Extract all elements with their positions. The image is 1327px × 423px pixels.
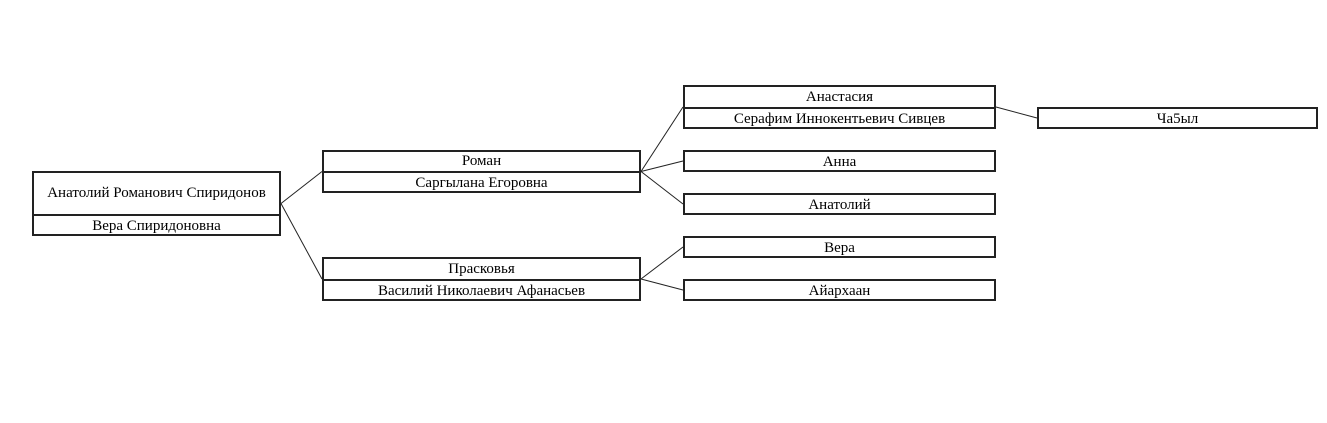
connector-line: [640, 246, 684, 280]
person-box-gen3: Вера: [683, 236, 996, 258]
person-name: Роман: [461, 153, 502, 169]
person-name: Айархаан: [808, 282, 871, 299]
spouse-name: Василий Николаевич Афанасьев: [324, 279, 639, 301]
spouse-name: Серафим Иннокентьевич Сивцев: [685, 107, 994, 129]
person-box-gen4: Ча5ыл: [1037, 107, 1318, 129]
connector-line: [280, 171, 323, 204]
connector-line: [640, 106, 684, 172]
person-name: Вера: [824, 239, 855, 256]
connector-line: [640, 171, 684, 205]
spouse-name: Вера Спиридоновна: [34, 214, 279, 236]
person-box-gen3: Анатолий: [683, 193, 996, 215]
connector-line: [640, 160, 684, 172]
person-name: Анастасия: [805, 88, 874, 105]
person-box-gen3: Айархаан: [683, 279, 996, 301]
person-name: Ча5ыл: [1156, 110, 1199, 127]
connector-line: [995, 106, 1038, 119]
person-name: Анатолий: [808, 196, 871, 213]
spouse-name: Саргылана Егоровна: [324, 171, 639, 193]
connector-line: [280, 203, 323, 280]
person-name: Анна: [822, 153, 857, 170]
person-name: Анатолий Романович Спиридонов: [47, 185, 266, 201]
connector-line: [640, 278, 684, 291]
person-box-gen3: Анна: [683, 150, 996, 172]
person-name: Прасковья: [448, 260, 515, 277]
